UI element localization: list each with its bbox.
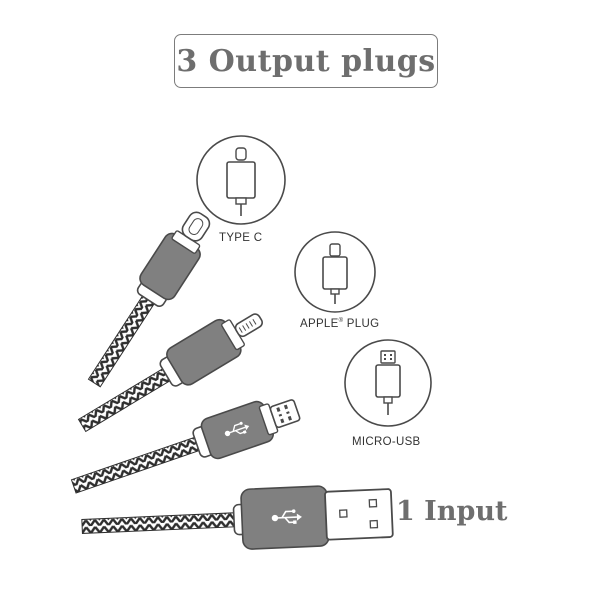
apple-plug-icon [294, 231, 376, 313]
type-c-connector [181, 211, 211, 242]
micro-usb-icon [344, 339, 432, 427]
registered-mark: ® [338, 318, 344, 325]
type-c-label: TYPE C [219, 232, 263, 244]
page-title: 3 Output plugs [176, 43, 436, 79]
braided-cable [70, 435, 204, 494]
input-label: 1 Input [396, 496, 508, 527]
apple-plug-cable [77, 313, 263, 433]
apple-plug-label: APPLE® PLUG [300, 318, 379, 330]
type-c-connector-inner [188, 218, 204, 236]
micro-usb-cable [70, 399, 301, 494]
micro-usb-connector [269, 399, 301, 429]
type-c-icon [196, 135, 286, 225]
usb-a-shell [324, 488, 394, 541]
type-c-cable [87, 211, 211, 388]
title-box: 3 Output plugs [174, 34, 438, 88]
usb-symbol-icon [224, 421, 250, 437]
usb-symbol-icon [271, 509, 302, 524]
braided-cable [81, 512, 238, 534]
apple-plug-label-suffix: PLUG [343, 318, 380, 330]
usb-a-window-3 [369, 519, 379, 529]
lightning-connector [234, 313, 263, 338]
micro-usb-teeth [276, 404, 292, 424]
usb-a-input-cable [81, 485, 394, 550]
usb-a-window-1 [338, 509, 348, 518]
lightning-contacts [238, 319, 257, 333]
braided-cable [87, 290, 159, 388]
usb-a-window-2 [368, 498, 378, 508]
apple-plug-label-text: APPLE [300, 318, 339, 330]
micro-usb-label: MICRO-USB [352, 436, 421, 448]
